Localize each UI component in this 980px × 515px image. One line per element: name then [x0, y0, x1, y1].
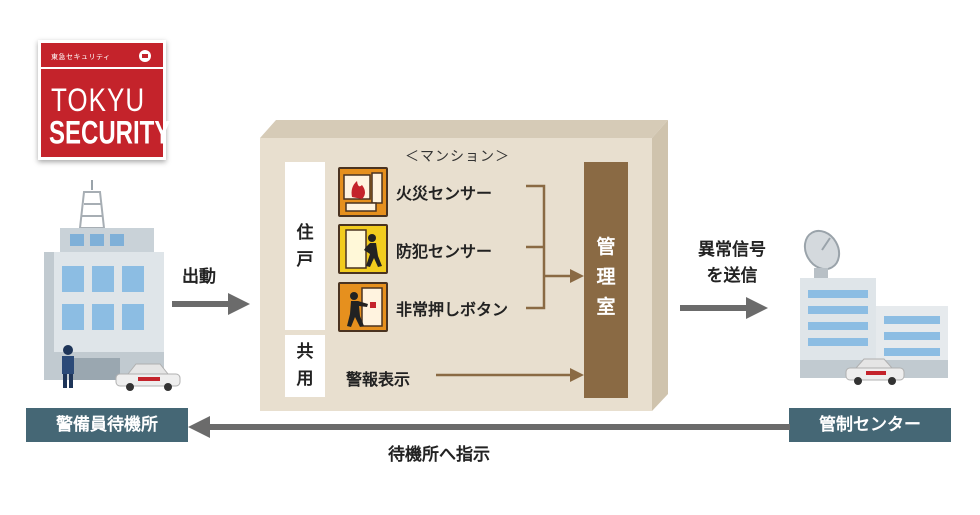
logo-divider	[41, 67, 163, 69]
guard-station-building-icon	[44, 180, 181, 391]
send-signal-label: 異常信号 を送信	[698, 240, 766, 286]
control-center-label: 管制センター	[789, 408, 951, 442]
instruct-label: 待機所へ指示	[388, 445, 490, 465]
control-center-building-icon	[800, 229, 948, 385]
emergency-button-label: 非常押しボタン	[396, 300, 509, 319]
mansion-title: ＜マンション＞	[405, 149, 510, 165]
sensor-bracket-arrow	[526, 184, 584, 310]
common-panel: 共用	[285, 335, 325, 397]
mansion-box-top	[260, 120, 668, 138]
alarm-display-label: 警報表示	[346, 370, 411, 389]
send-signal-arrow	[680, 297, 768, 319]
tokyu-security-logo: 東急セキュリティ TOKYU SECURITY	[38, 40, 170, 160]
dispatch-label: 出動	[182, 267, 216, 287]
logo-mark-icon	[139, 50, 151, 62]
fire-sensor-label: 火災センサー	[396, 184, 493, 203]
logo-small-text: 東急セキュリティ	[51, 53, 111, 61]
mansion-box-side	[652, 120, 668, 411]
residence-label: 住戸	[296, 223, 314, 270]
crime-sensor-icon	[338, 224, 388, 274]
logo-brand-line1: TOKYU	[51, 81, 146, 119]
dispatch-arrow	[172, 293, 250, 315]
instruct-arrow	[188, 416, 790, 438]
residence-panel: 住戸	[285, 162, 325, 330]
logo-brand-line2: SECURITY	[49, 115, 171, 152]
guard-station-label: 警備員待機所	[26, 408, 188, 442]
control-room-label: 管理室	[596, 236, 616, 318]
fire-sensor-icon	[338, 167, 388, 217]
emergency-button-icon	[338, 282, 388, 332]
crime-sensor-label: 防犯センサー	[396, 242, 493, 261]
control-room: 管理室	[584, 162, 628, 398]
alarm-display-arrow	[436, 368, 584, 382]
common-label: 共用	[296, 342, 314, 389]
